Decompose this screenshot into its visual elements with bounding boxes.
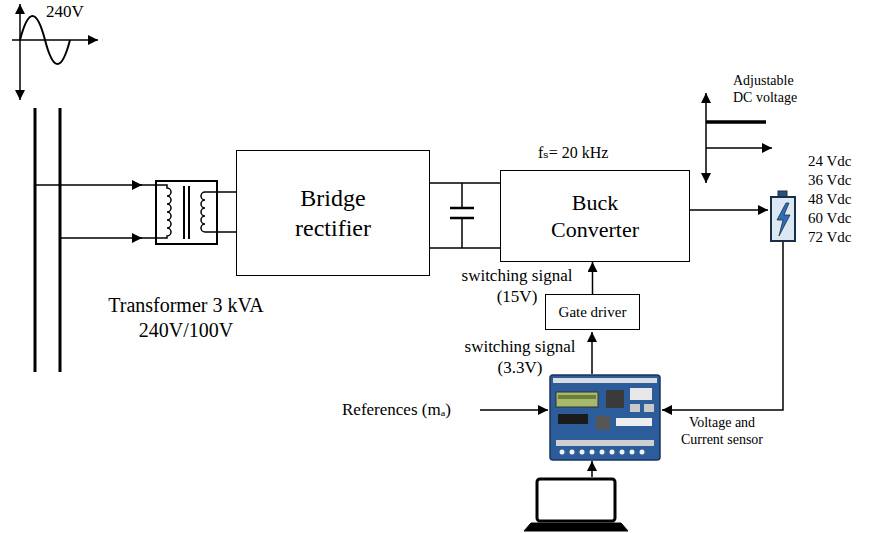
supply-wire <box>35 185 156 238</box>
voltage-option: 36 Vdc <box>808 171 851 189</box>
sensor-wire <box>662 242 783 410</box>
grid-bus <box>35 108 60 372</box>
transformer-outline <box>155 180 218 245</box>
fpga-board-picture <box>550 375 660 460</box>
frequency-label: fₛ= 20 kHz <box>538 143 608 163</box>
process-box: Gate driver <box>545 294 640 330</box>
signal-label: switching signal (15V) <box>452 266 582 307</box>
wire-connector <box>592 262 594 294</box>
battery-symbol <box>771 191 795 241</box>
signal-arrow <box>591 332 593 374</box>
output-arrow <box>690 209 768 211</box>
transformer-symbol: Transformer 3 kVA 240V/100V <box>155 180 218 245</box>
usb-arrow <box>591 461 593 477</box>
voltage-option: 60 Vdc <box>808 209 851 227</box>
box-label: Buck Converter <box>535 189 655 244</box>
transformer-label: Transformer 3 kVA 240V/100V <box>96 293 276 343</box>
capacitor-symbol <box>450 183 474 248</box>
voltage-option: 24 Vdc <box>808 152 851 170</box>
process-box: Buck Converter <box>500 170 690 262</box>
sensor-label: Voltage and Current sensor <box>672 414 772 448</box>
voltage-option: 48 Vdc <box>808 190 851 208</box>
dc-voltage-plot <box>706 93 772 183</box>
reference-arrow <box>480 409 548 411</box>
voltage-label: 240V <box>46 2 84 23</box>
signal-label: switching signal (3.3V) <box>455 337 585 378</box>
box-label: Gate driver <box>559 303 627 322</box>
voltage-option: 72 Vdc <box>808 228 851 246</box>
process-box: Bridge rectifier <box>236 150 430 276</box>
plot-label: Adjustable DC voltage <box>733 72 813 106</box>
laptop-icon <box>524 479 628 531</box>
box-label: Bridge rectifier <box>273 183 393 243</box>
input-label: References (mₐ) <box>342 400 451 421</box>
wire-connector <box>430 183 500 248</box>
wire-connector <box>218 192 236 232</box>
